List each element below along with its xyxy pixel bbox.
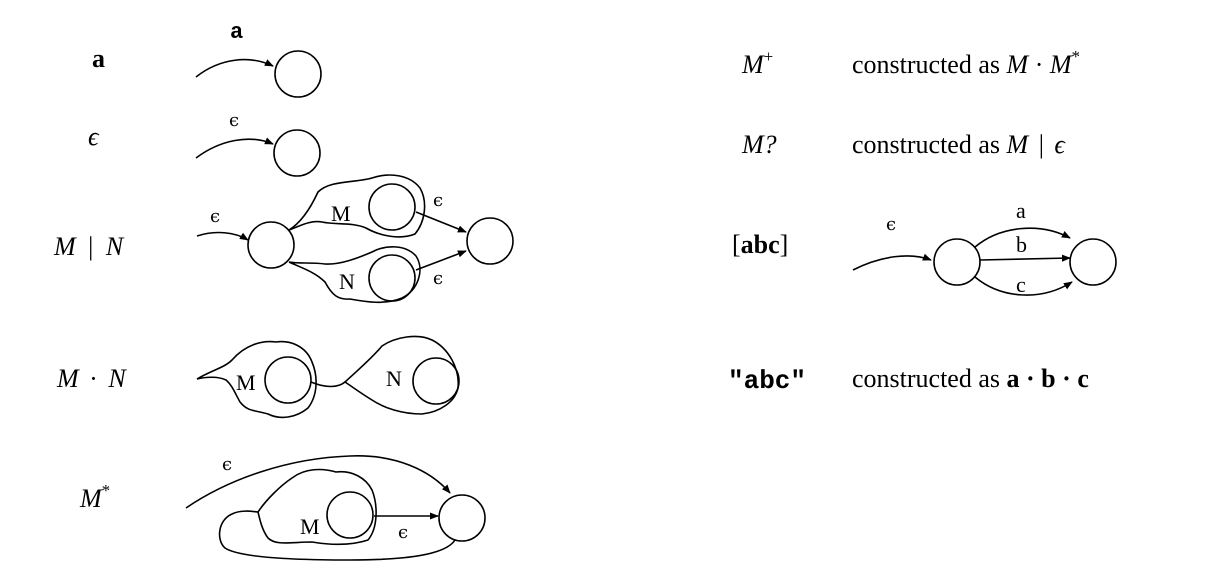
desc-plus-m: M	[1006, 50, 1029, 79]
edge-class-a	[974, 227, 1071, 248]
label-class-b: b	[1016, 232, 1027, 257]
expr-char-class: [abc]	[732, 232, 788, 258]
desc-string: constructed as a · b · c	[852, 366, 1089, 392]
expr-string: "abc"	[728, 366, 807, 396]
edge-epsilon	[195, 137, 274, 159]
state-concat-n	[412, 357, 460, 405]
label-class-a: a	[1016, 198, 1026, 223]
edge-class-c	[974, 276, 1073, 296]
desc-plus-dot: ·	[1034, 50, 1044, 79]
label-star-inner: ϵ	[398, 522, 409, 543]
desc-string-text: constructed as	[852, 364, 1001, 393]
expr-alt-m: M	[54, 232, 76, 261]
edge-class-in	[852, 253, 932, 271]
edge-star-top	[185, 455, 451, 509]
desc-optional-bar: |	[1038, 130, 1044, 159]
label-class-c: c	[1016, 272, 1026, 297]
expr-class-open: [	[732, 230, 741, 259]
desc-string-formula: a · b · c	[1006, 364, 1089, 393]
expr-alt-bar: |	[88, 232, 94, 261]
label-alt-m: M	[331, 201, 351, 226]
state-a	[274, 50, 322, 98]
expr-epsilon: ϵ	[88, 122, 99, 151]
expr-concat: M · N	[57, 366, 126, 392]
blob-alt-m	[288, 174, 426, 238]
edge-label-epsilon: ϵ	[229, 110, 240, 131]
blob-alt-n	[288, 246, 421, 304]
expr-class-body: abc	[740, 230, 780, 259]
edge-label-a: a	[230, 20, 244, 45]
expr-star-sup: *	[101, 481, 111, 500]
expr-class-close: ]	[779, 230, 789, 259]
state-epsilon	[273, 129, 321, 177]
state-alt-start	[247, 221, 295, 269]
expr-star: M*	[80, 482, 110, 512]
label-alt-in: ϵ	[210, 206, 221, 227]
desc-optional-eps: ϵ	[1054, 130, 1065, 159]
expr-optional: M?	[742, 130, 777, 159]
edge-class-b	[979, 254, 1071, 262]
edge-alt-in	[196, 231, 249, 241]
expr-plus: M+	[742, 48, 773, 78]
expr-char: a	[92, 44, 105, 73]
desc-plus: constructed as M · M*	[852, 48, 1080, 78]
state-class-end	[1069, 238, 1117, 286]
state-class-start	[933, 238, 981, 286]
desc-plus-sup: *	[1071, 47, 1081, 66]
expr-star-m: M	[80, 484, 102, 513]
expr-concat-dot: ·	[89, 364, 98, 393]
edge-a	[195, 58, 274, 78]
state-alt-n	[368, 254, 416, 302]
desc-plus-m2: M	[1049, 50, 1072, 79]
state-alt-end	[466, 217, 514, 265]
edge-alt-out-bot	[415, 250, 467, 271]
expr-concat-n: N	[108, 364, 126, 393]
state-star-m	[326, 491, 374, 539]
desc-plus-text: constructed as	[852, 50, 1001, 79]
label-concat-n: N	[386, 366, 402, 391]
label-star-m: M	[300, 514, 320, 539]
label-star-top: ϵ	[222, 454, 233, 475]
label-alt-out-top: ϵ	[433, 190, 444, 211]
blob-concat-m	[196, 340, 317, 419]
expr-plus-sup: +	[763, 47, 774, 66]
state-concat-m	[264, 356, 312, 404]
label-concat-m: M	[236, 370, 256, 395]
desc-optional-text: constructed as	[852, 130, 1001, 159]
expr-alternation: M | N	[54, 234, 123, 260]
desc-optional: constructed as M | ϵ	[852, 132, 1065, 158]
edge-alt-out-top	[415, 211, 467, 233]
link-concat	[310, 381, 346, 388]
expr-alt-n: N	[105, 232, 124, 261]
label-alt-out-bot: ϵ	[433, 268, 444, 289]
label-class-in: ϵ	[886, 214, 897, 235]
state-star-end	[438, 494, 486, 542]
expr-plus-m: M	[742, 50, 764, 79]
loop-star	[218, 510, 456, 561]
desc-optional-m: M	[1006, 130, 1029, 159]
expr-concat-m: M	[57, 364, 79, 393]
state-alt-m	[368, 183, 416, 231]
label-alt-n: N	[339, 269, 355, 294]
